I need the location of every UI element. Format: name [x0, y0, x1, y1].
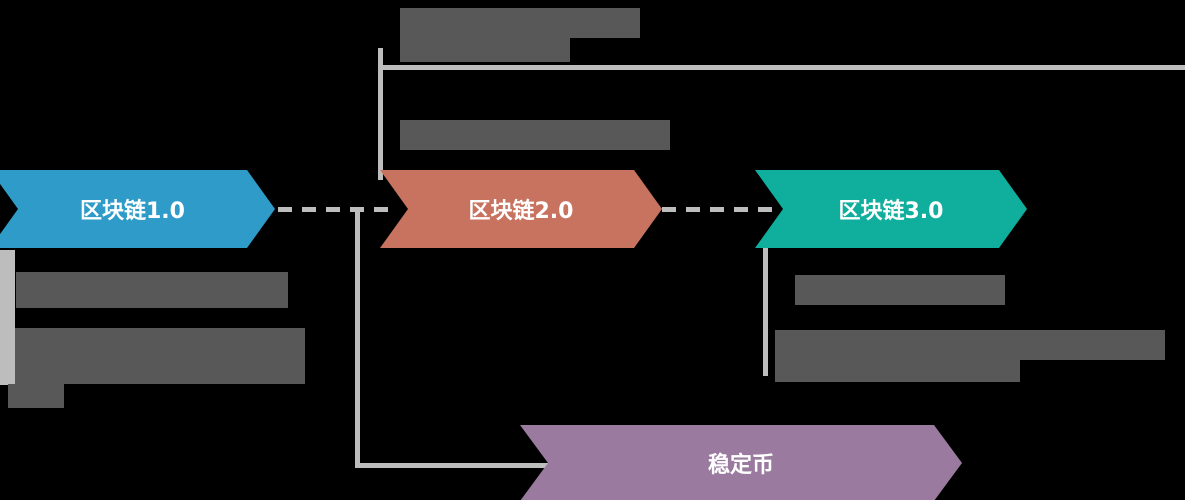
connector-line [378, 65, 1185, 70]
text-block [15, 328, 305, 384]
connector-line [378, 48, 383, 180]
dashed-arrow [278, 207, 398, 212]
connector-line [763, 248, 768, 376]
text-block [400, 8, 640, 38]
connector-line [0, 250, 15, 385]
text-block [16, 272, 288, 308]
node-stablecoin: 稳定币 [520, 425, 962, 500]
connector-line [355, 210, 360, 468]
text-block [8, 384, 64, 408]
text-block [795, 275, 1005, 305]
text-block [775, 330, 1165, 360]
node-blockchain-1: 区块链1.0 [0, 170, 275, 248]
node-blockchain-2: 区块链2.0 [380, 170, 662, 248]
text-block [775, 360, 1020, 382]
node-blockchain-3: 区块链3.0 [755, 170, 1027, 248]
connector-line [355, 463, 550, 468]
dashed-arrow [662, 207, 782, 212]
text-block [400, 38, 570, 62]
text-block [400, 120, 670, 150]
